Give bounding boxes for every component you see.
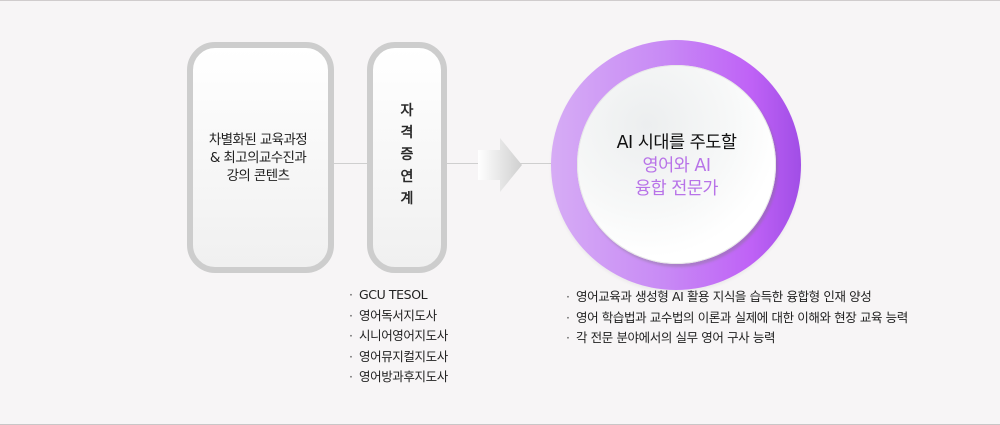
list-item: · 영어뮤지컬지도사 [349, 347, 448, 368]
list-item-text: 각 전문 분야에서의 실무 영어 구사 능력 [576, 330, 776, 345]
goal-title: AI 시대를 주도할 [616, 133, 737, 153]
bullet-icon: · [349, 287, 353, 302]
connector-line-2 [447, 163, 482, 164]
connector-line-3 [518, 163, 552, 164]
bullet-icon: · [349, 328, 353, 343]
curriculum-text: 차별화된 교육과정 & 최고의교수진과 강의 콘텐츠 [208, 131, 308, 185]
bullet-icon: · [349, 307, 353, 323]
goal-list: · 영어교육과 생성형 AI 활용 지식을 습득한 융합형 인재 양성 · 영어 학… [566, 287, 908, 349]
list-item: · 영어교육과 생성형 AI 활용 지식을 습득한 융합형 인재 양성 [566, 287, 908, 308]
certification-box: 자 격 증 연 계 [367, 42, 447, 273]
list-item-text: 영어 학습법과 교수법의 이론과 실제에 대한 이해와 현장 교육 능력 [576, 309, 908, 325]
goal-ring: AI 시대를 주도할 영어와 AI 융합 전문가 [551, 40, 801, 290]
list-item-text: 영어교육과 생성형 AI 활용 지식을 습득한 융합형 인재 양성 [576, 289, 872, 304]
goal-highlight-2: 융합 전문가 [634, 179, 719, 199]
cert-char: 증 [400, 146, 414, 163]
cert-char: 계 [400, 190, 414, 207]
bullet-icon: · [349, 369, 353, 384]
list-item: · 영어방과후지도사 [349, 367, 448, 388]
bullet-icon: · [566, 330, 570, 345]
list-item: · 영어독서지도사 [349, 306, 448, 327]
certification-label: 자 격 증 연 계 [401, 103, 414, 207]
arrow-right-icon [478, 138, 522, 192]
bullet-icon: · [566, 309, 570, 325]
cert-char: 격 [400, 124, 414, 141]
goal-circle: AI 시대를 주도할 영어와 AI 융합 전문가 [577, 65, 776, 264]
curriculum-line-1: 차별화된 교육과정 [208, 131, 308, 148]
list-item: · 영어 학습법과 교수법의 이론과 실제에 대한 이해와 현장 교육 능력 [566, 308, 908, 329]
cert-char: 연 [400, 168, 414, 185]
connector-line-1 [334, 163, 367, 164]
curriculum-box: 차별화된 교육과정 & 최고의교수진과 강의 콘텐츠 [187, 42, 334, 273]
list-item: · GCU TESOL [349, 285, 448, 306]
list-item-text: 시니어영어지도사 [359, 328, 448, 343]
list-item-text: 영어뮤지컬지도사 [359, 348, 448, 364]
certification-list: ·GCU TESOL ·영어독서지도사 ·시니어영어지도사 ·영어뮤지컬지도사 … [349, 285, 448, 388]
curriculum-line-2: & 최고의교수진과 [209, 149, 307, 166]
list-item-text: 영어방과후지도사 [359, 369, 448, 384]
list-item-text: 영어독서지도사 [359, 307, 437, 323]
bullet-icon: · [566, 289, 570, 304]
goal-highlight-1: 영어와 AI [642, 156, 712, 176]
bullet-icon: · [349, 348, 353, 364]
list-item: · 각 전문 분야에서의 실무 영어 구사 능력 [566, 328, 908, 349]
top-border [0, 0, 1000, 1]
cert-char: 자 [400, 102, 414, 119]
list-item: · 시니어영어지도사 [349, 326, 448, 347]
curriculum-line-3: 강의 콘텐츠 [226, 167, 290, 184]
list-item-text: GCU TESOL [359, 287, 428, 302]
